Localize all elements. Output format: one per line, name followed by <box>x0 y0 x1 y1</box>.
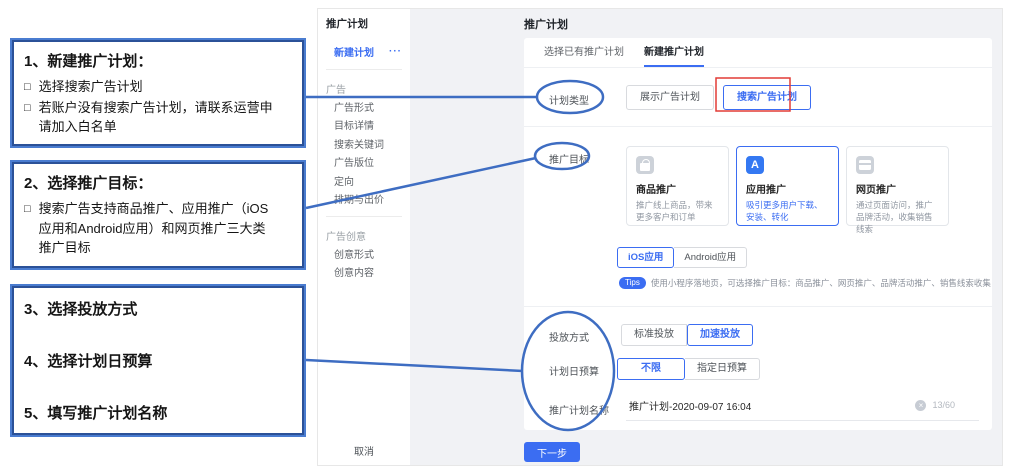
sidebar-section-ad: 广告 <box>326 85 346 96</box>
delivery-segment: 标准投放 加速投放 <box>621 324 753 346</box>
page-title: 推广计划 <box>524 19 568 31</box>
display-ad-plan-button[interactable]: 展示广告计划 <box>626 85 714 110</box>
sidebar-section-creative: 广告创意 <box>326 232 366 243</box>
budget-segment: 不限 指定日预算 <box>617 358 760 380</box>
sidebar-item-ad-placement[interactable]: 广告版位 <box>334 158 374 169</box>
sidebar-item-targeting[interactable]: 定向 <box>334 176 354 188</box>
sidebar-item-creative-content[interactable]: 创意内容 <box>334 268 374 279</box>
standard-delivery-option[interactable]: 标准投放 <box>621 324 687 346</box>
section-divider <box>524 126 992 127</box>
annotation-step: 4、选择计划日预算 <box>24 353 153 370</box>
goal-card-goods[interactable]: 商品推广 推广线上商品，带来更多客户和订单 <box>626 146 729 226</box>
next-step-button[interactable]: 下一步 <box>524 442 580 462</box>
sidebar-item-goal-detail[interactable]: 目标详情 <box>334 121 374 132</box>
goal-cards: 商品推广 推广线上商品，带来更多客户和订单 A 应用推广 吸引更多用户下载、安装… <box>626 146 949 234</box>
checkbox-bullet-icon: □ <box>24 203 31 215</box>
accelerated-delivery-option[interactable]: 加速投放 <box>687 324 753 346</box>
sidebar-item-creative-format[interactable]: 创意形式 <box>334 249 374 261</box>
goal-card-app[interactable]: A 应用推广 吸引更多用户下载、安装、转化 <box>736 146 839 226</box>
annotation-bullet: □ 搜索广告支持商品推广、应用推广（iOS应用和Android应用）和网页推广三… <box>24 199 290 258</box>
sidebar-item-schedule-bid[interactable]: 排期与出价 <box>334 195 384 206</box>
sidebar-item-search-keywords[interactable]: 搜索关键词 <box>334 139 384 151</box>
budget-label: 计划日预算 <box>549 367 599 378</box>
goal-card-web[interactable]: 网页推广 通过页面访问，推广品牌活动，收集销售线索 <box>846 146 949 234</box>
char-counter: 13/60 <box>932 400 955 410</box>
annotation-title: 1、新建推广计划： <box>24 53 153 70</box>
sidebar-item-new-plan[interactable]: 新建计划 <box>334 48 374 59</box>
sidebar-divider <box>326 69 402 70</box>
sidebar: 推广计划 新建计划 ··· 广告 广告形式 目标详情 搜索关键词 广告版位 定向… <box>318 9 410 465</box>
plan-name-input[interactable]: 推广计划-2020-09-07 16:04 × 13/60 <box>626 390 979 421</box>
plan-name-label: 推广计划名称 <box>549 406 609 417</box>
annotation-step: 5、填写推广计划名称 <box>24 405 168 422</box>
shopping-bag-icon <box>636 156 654 174</box>
sidebar-item-ad-format[interactable]: 广告形式 <box>334 102 374 114</box>
sidebar-divider <box>326 216 402 217</box>
tab-existing-plan[interactable]: 选择已有推广计划 <box>544 47 624 58</box>
checkbox-bullet-icon: □ <box>24 101 31 114</box>
tab-new-plan[interactable]: 新建推广计划 <box>644 38 704 67</box>
cancel-button[interactable]: 取消 <box>354 447 374 458</box>
checkbox-bullet-icon: □ <box>24 81 31 93</box>
main-content: 推广计划 选择已有推广计划 新建推广计划 计划类型 展示广告计划 搜索广告计划 … <box>410 9 1002 465</box>
section-divider <box>524 306 992 307</box>
plan-form-card: 选择已有推广计划 新建推广计划 计划类型 展示广告计划 搜索广告计划 推广目标 … <box>524 38 992 430</box>
delivery-label: 投放方式 <box>549 333 589 344</box>
annotation-step: 3、选择投放方式 <box>24 301 138 318</box>
tips-text: 使用小程序落地页，可选择推广目标：商品推广、网页推广、品牌活动推广、销售线索收集 <box>650 278 991 288</box>
tips-row: Tips 使用小程序落地页，可选择推广目标：商品推广、网页推广、品牌活动推广、销… <box>619 277 991 289</box>
search-ad-plan-button[interactable]: 搜索广告计划 <box>723 85 811 110</box>
ios-app-option[interactable]: iOS应用 <box>617 247 675 268</box>
annotation-title: 2、选择推广目标： <box>24 175 153 192</box>
android-app-option[interactable]: Android应用 <box>674 247 748 268</box>
platform-segment: iOS应用 Android应用 <box>617 247 748 268</box>
plan-name-value[interactable]: 推广计划-2020-09-07 16:04 <box>629 401 752 413</box>
annotation-bullet: □ 选择搜索广告计划 <box>24 77 290 97</box>
tips-badge: Tips <box>619 277 646 289</box>
specified-budget-option[interactable]: 指定日预算 <box>685 358 760 380</box>
goal-label: 推广目标 <box>549 155 589 166</box>
annotation-box-2: 2、选择推广目标： □ 搜索广告支持商品推广、应用推广（iOS应用和Androi… <box>10 160 306 270</box>
unlimited-budget-option[interactable]: 不限 <box>617 358 685 380</box>
ui-screenshot: 推广计划 新建计划 ··· 广告 广告形式 目标详情 搜索关键词 广告版位 定向… <box>317 8 1003 466</box>
plan-type-label: 计划类型 <box>549 96 589 107</box>
annotation-box-3: 3、选择投放方式 4、选择计划日预算 5、填写推广计划名称 <box>10 284 306 437</box>
annotation-box-1: 1、新建推广计划： □ 选择搜索广告计划 □ 若账户没有搜索广告计划，请联系运营… <box>10 38 306 148</box>
sidebar-title: 推广计划 <box>326 18 368 30</box>
webpage-icon <box>856 156 874 174</box>
appstore-icon: A <box>746 156 764 174</box>
more-icon[interactable]: ··· <box>389 46 402 57</box>
clear-icon[interactable]: × <box>915 399 927 411</box>
annotation-bullet: □ 若账户没有搜索广告计划，请联系运营申请加入白名单 <box>24 98 290 137</box>
plan-tabs: 选择已有推广计划 新建推广计划 <box>524 38 992 68</box>
